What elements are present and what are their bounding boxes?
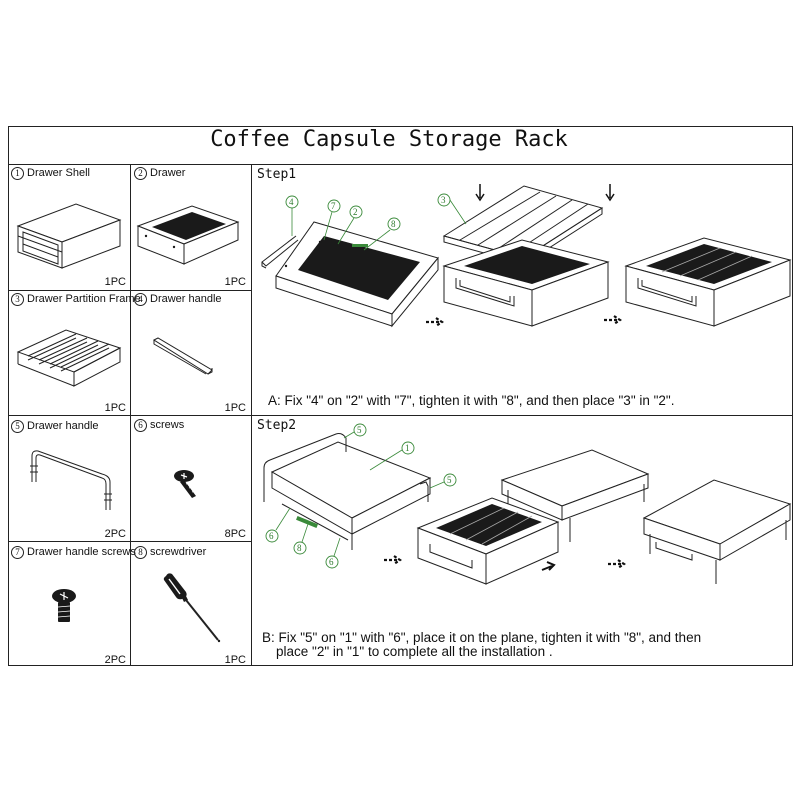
- partition-frame-illustration: [16, 329, 122, 387]
- drawer-handle-illustration: [152, 337, 213, 375]
- part-quantity: 1PC: [104, 276, 126, 288]
- part-name: screwdriver: [150, 546, 207, 558]
- part-name: Drawer Partition Frame: [27, 293, 141, 305]
- part-number-badge: 5: [11, 420, 24, 433]
- part-number-badge: 8: [134, 546, 147, 559]
- part-number-badge: 1: [11, 167, 24, 180]
- step1-frame-insert: 3: [437, 184, 615, 327]
- step1-arrows: [426, 315, 622, 327]
- part-number-badge: 6: [134, 419, 147, 432]
- part-1-label: 1 Drawer Shell: [11, 167, 90, 180]
- step2-final-assembly: [642, 479, 792, 584]
- part-6-label: 6 screws: [134, 419, 184, 432]
- step1-diagram: 4 7 2 8 3: [261, 184, 792, 328]
- callout-6-bottom: 6: [329, 557, 334, 567]
- step2-drawer-insert: [416, 449, 650, 585]
- part-quantity: 2PC: [104, 528, 126, 540]
- part-number-badge: 4: [134, 293, 147, 306]
- callout-7: 7: [331, 201, 336, 211]
- step-divider: [8, 415, 793, 416]
- callout-8: 8: [297, 543, 302, 553]
- step2-caption-line2: place "2" in "1" to complete all the ins…: [276, 644, 553, 659]
- part-quantity: 1PC: [104, 402, 126, 414]
- callout-1: 1: [405, 443, 410, 453]
- callout-3: 3: [441, 195, 446, 205]
- callout-2: 2: [353, 207, 358, 217]
- part-7-label: 7 Drawer handle screws: [11, 546, 136, 559]
- part-number-badge: 2: [134, 167, 147, 180]
- part-2-label: 2 Drawer: [134, 167, 185, 180]
- step1-drawer-attach: [261, 221, 439, 328]
- part-3-label: 3 Drawer Partition Frame: [11, 293, 141, 306]
- callout-8: 8: [391, 219, 396, 229]
- step1-caption: A: Fix "4" on "2" with "7", tighten it w…: [268, 393, 675, 408]
- side-handle-illustration: [30, 450, 112, 510]
- step2-shell-assembly: [263, 433, 432, 550]
- step2-label: Step2: [257, 418, 297, 433]
- part-name: Drawer: [150, 167, 186, 179]
- callout-6-left: 6: [269, 531, 274, 541]
- part-4-label: 4 Drawer handle: [134, 293, 222, 306]
- step2-diagram: 5 1 5 6 8 6: [263, 423, 792, 585]
- step1-result-drawer: [624, 237, 792, 327]
- handle-screw-icon: [52, 589, 76, 622]
- header-divider: [8, 164, 793, 165]
- parts-steps-divider: [251, 164, 252, 666]
- part-quantity: 1PC: [224, 654, 246, 666]
- part-8-label: 8 screwdriver: [134, 546, 206, 559]
- page-title: Coffee Capsule Storage Rack: [210, 127, 568, 152]
- step1-label: Step1: [257, 167, 297, 182]
- instruction-sheet: [8, 126, 793, 666]
- part-name: Drawer handle: [150, 293, 222, 305]
- part-quantity: 1PC: [224, 402, 246, 414]
- step2-arrows: [384, 555, 626, 571]
- callout-4: 4: [289, 197, 294, 207]
- step2-caption-line1: B: Fix "5" on "1" with "6", place it on …: [262, 630, 702, 645]
- step2-callouts: 5 1 5 6 8 6: [265, 423, 457, 569]
- part-name: Drawer handle: [27, 420, 99, 432]
- drawer-shell-illustration: [16, 203, 122, 269]
- part-quantity: 2PC: [104, 654, 126, 666]
- part-quantity: 8PC: [224, 528, 246, 540]
- part-number-badge: 3: [11, 293, 24, 306]
- callout-5-right: 5: [447, 475, 452, 485]
- part-number-badge: 7: [11, 546, 24, 559]
- part-name: screws: [150, 419, 185, 431]
- part-quantity: 1PC: [224, 276, 246, 288]
- row-divider-3: [8, 541, 251, 542]
- part-name: Drawer handle screws: [27, 546, 136, 558]
- screw-icon: [174, 470, 197, 498]
- drawer-illustration: [136, 205, 240, 265]
- step1-callouts: 4 7 2 8: [285, 195, 401, 251]
- screwdriver-icon: [163, 573, 221, 643]
- part-name: Drawer Shell: [27, 167, 90, 179]
- callout-5-top: 5: [357, 425, 362, 435]
- parts-column-divider: [130, 164, 131, 666]
- part-5-label: 5 Drawer handle: [11, 420, 99, 433]
- row-divider-1: [8, 290, 251, 291]
